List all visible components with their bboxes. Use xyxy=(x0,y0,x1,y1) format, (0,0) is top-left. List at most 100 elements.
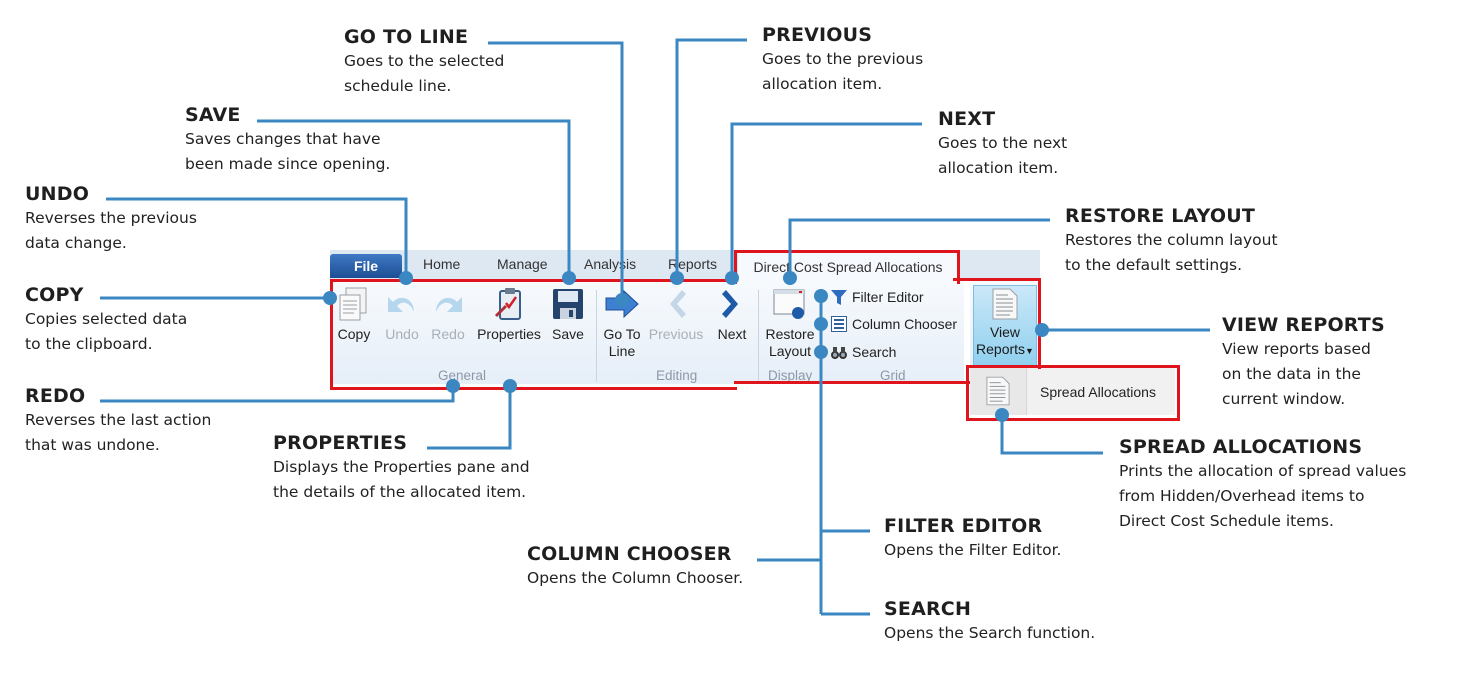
view-reports-label-1: View xyxy=(989,324,1021,340)
callout-desc: Prints the allocation of spread values xyxy=(1119,462,1407,480)
filter-editor-label: Filter Editor xyxy=(852,289,924,305)
group-separator xyxy=(596,290,597,382)
tab-home[interactable]: Home xyxy=(423,256,461,272)
callout-previous: PREVIOUS Goes to the previous allocation… xyxy=(762,23,923,97)
callout-title: NEXT xyxy=(938,108,996,130)
callout-copy: COPY Copies selected data to the clipboa… xyxy=(25,283,187,357)
redo-icon xyxy=(436,297,462,312)
spread-allocations-menu-item[interactable]: Spread Allocations xyxy=(970,368,1175,415)
restore-layout-label-1: Restore xyxy=(765,326,815,342)
tab-analysis[interactable]: Analysis xyxy=(584,256,637,272)
filter-editor-button[interactable]: Filter Editor xyxy=(830,288,924,306)
group-label-grid: Grid xyxy=(880,368,906,383)
callout-desc: Reverses the previous xyxy=(25,209,197,227)
leader-line-spread-allocations xyxy=(1000,415,1103,455)
restore-layout-label-2: Layout xyxy=(768,343,812,359)
ribbon-body xyxy=(332,280,964,384)
callout-desc: current window. xyxy=(1222,390,1346,408)
tab-direct-cost-spread-allocations[interactable]: Direct Cost Spread Allocations xyxy=(738,252,958,282)
tab-reports[interactable]: Reports xyxy=(668,256,718,272)
column-chooser-icon xyxy=(831,316,847,332)
save-label: Save xyxy=(552,326,584,342)
restore-layout-icon xyxy=(773,289,805,319)
previous-button[interactable]: Previous xyxy=(648,286,704,343)
callout-search: SEARCH Opens the Search function. xyxy=(884,597,1095,646)
tab-file[interactable]: File xyxy=(330,254,402,278)
redo-label: Redo xyxy=(431,326,465,342)
properties-button[interactable]: Properties xyxy=(474,286,544,343)
callout-desc: Opens the Search function. xyxy=(884,624,1096,642)
callout-desc: Restores the column layout xyxy=(1065,231,1278,249)
filter-icon xyxy=(831,290,847,305)
next-button[interactable]: Next xyxy=(712,286,752,343)
callout-undo: UNDO Reverses the previous data change. xyxy=(25,182,197,256)
callout-redo: REDO Reverses the last action that was u… xyxy=(25,384,211,458)
tab-manage[interactable]: Manage xyxy=(497,256,548,272)
callout-title: SEARCH xyxy=(884,598,972,620)
view-reports-label-2: Reports xyxy=(976,341,1026,357)
callout-title: PREVIOUS xyxy=(762,24,873,46)
chevron-right-icon xyxy=(722,290,738,318)
callout-desc: data change. xyxy=(25,234,127,252)
go-to-line-button[interactable]: Go To Line xyxy=(602,286,642,360)
arrow-right-icon xyxy=(605,289,639,319)
callout-view-reports: VIEW REPORTS View reports based on the d… xyxy=(1222,313,1385,412)
callout-title: SPREAD ALLOCATIONS xyxy=(1119,436,1363,458)
callout-desc: on the data in the xyxy=(1222,365,1361,383)
report-document-icon xyxy=(986,376,1010,406)
previous-label: Previous xyxy=(648,326,704,342)
view-reports-button[interactable]: View Reports▼ xyxy=(973,285,1037,367)
column-chooser-button[interactable]: Column Chooser xyxy=(830,315,957,333)
callout-desc: Saves changes that have xyxy=(185,130,381,148)
properties-icon xyxy=(494,288,521,320)
callout-desc: allocation item. xyxy=(762,75,883,93)
next-label: Next xyxy=(717,326,747,342)
search-button[interactable]: Search xyxy=(830,343,896,361)
redo-button[interactable]: Redo xyxy=(428,286,468,343)
group-separator xyxy=(758,290,759,382)
callout-restore-layout: RESTORE LAYOUT Restores the column layou… xyxy=(1065,204,1278,278)
search-label: Search xyxy=(852,344,897,360)
callout-desc: Copies selected data xyxy=(25,310,188,328)
callout-desc: Opens the Filter Editor. xyxy=(884,541,1062,559)
go-to-line-label-1: Go To xyxy=(603,326,641,342)
undo-icon xyxy=(388,297,414,312)
menu-icon-area xyxy=(970,368,1027,415)
copy-button[interactable]: Copy xyxy=(336,286,372,343)
group-label-display: Display xyxy=(768,368,813,383)
save-button[interactable]: Save xyxy=(550,286,586,343)
callout-desc: schedule line. xyxy=(344,77,452,95)
callout-desc: Opens the Column Chooser. xyxy=(527,569,744,587)
callout-desc: Displays the Properties pane and xyxy=(273,458,530,476)
callout-desc: Goes to the previous xyxy=(762,50,924,68)
undo-button[interactable]: Undo xyxy=(382,286,422,343)
callout-desc: View reports based xyxy=(1222,340,1371,358)
copy-label: Copy xyxy=(337,326,371,342)
callout-title: SAVE xyxy=(185,104,241,126)
callout-save: SAVE Saves changes that have been made s… xyxy=(185,103,390,177)
ribbon-tab-bar: File Home Manage Analysis Reports Direct… xyxy=(330,250,1040,282)
dropdown-caret-icon: ▼ xyxy=(1025,346,1034,356)
callout-title: COLUMN CHOOSER xyxy=(527,543,732,565)
leader-line-previous xyxy=(675,38,747,278)
group-label-editing: Editing xyxy=(656,368,698,383)
chevron-left-icon xyxy=(670,290,686,318)
callout-desc: that was undone. xyxy=(25,436,160,454)
go-to-line-label-2: Line xyxy=(608,343,636,359)
callout-desc: Direct Cost Schedule items. xyxy=(1119,512,1334,530)
copy-icon xyxy=(339,287,367,321)
callout-title: PROPERTIES xyxy=(273,432,408,454)
callout-title: FILTER EDITOR xyxy=(884,515,1043,537)
callout-spread-allocations: SPREAD ALLOCATIONS Prints the allocation… xyxy=(1119,435,1406,534)
properties-label: Properties xyxy=(477,326,541,342)
callout-desc: Goes to the next xyxy=(938,134,1068,152)
group-label-general: General xyxy=(438,368,487,383)
callout-title: UNDO xyxy=(25,183,90,205)
restore-layout-button[interactable]: Restore Layout xyxy=(762,286,818,360)
callout-title: REDO xyxy=(25,385,86,407)
callout-title: RESTORE LAYOUT xyxy=(1065,205,1256,227)
spread-allocations-label: Spread Allocations xyxy=(1040,384,1156,400)
callout-next: NEXT Goes to the next allocation item. xyxy=(938,107,1067,181)
undo-label: Undo xyxy=(385,326,419,342)
binoculars-icon xyxy=(831,347,847,359)
